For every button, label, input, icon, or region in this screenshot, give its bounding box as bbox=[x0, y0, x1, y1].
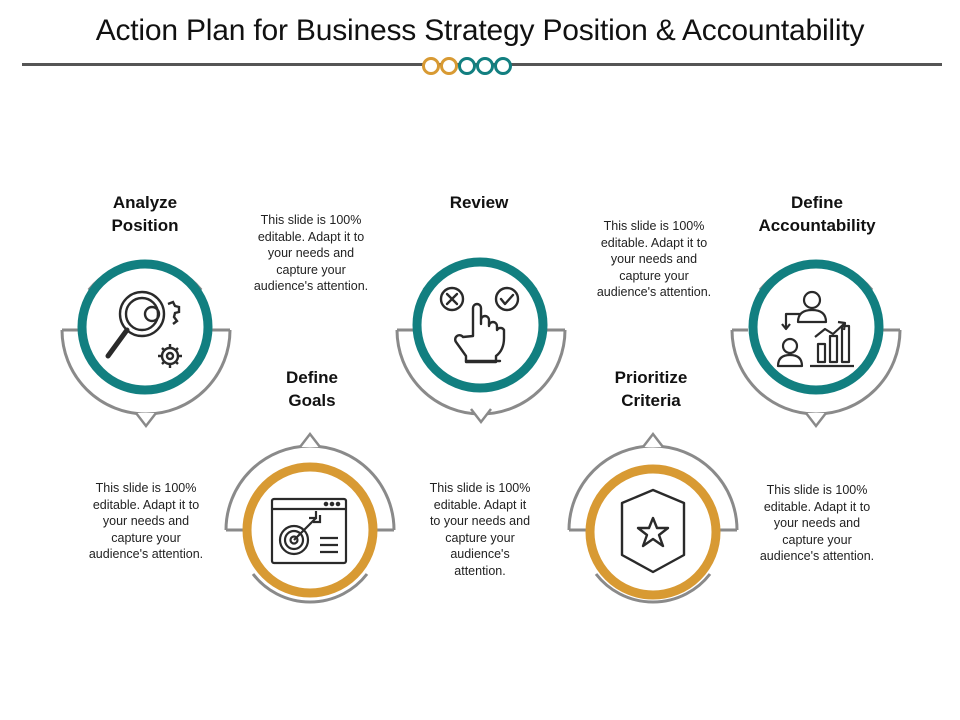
step-1-node bbox=[60, 259, 232, 429]
slide-title: Action Plan for Business Strategy Positi… bbox=[95, 14, 865, 47]
step-2-node bbox=[224, 431, 396, 604]
step-3-title: Review bbox=[449, 193, 509, 212]
step-1-title: Analyze Position bbox=[111, 193, 179, 235]
hand-check-cross-icon bbox=[439, 286, 520, 364]
step-3-node bbox=[395, 257, 567, 425]
people-chart-icon bbox=[776, 290, 854, 368]
step-1-description: This slide is 100% editable. Adapt it to… bbox=[88, 481, 204, 561]
magnifier-gears-icon bbox=[105, 290, 182, 368]
target-browser-icon bbox=[270, 497, 348, 565]
step-2-description: This slide is 100% editable. Adapt it to… bbox=[253, 213, 369, 293]
step-5-node bbox=[730, 259, 902, 429]
step-4-node bbox=[567, 431, 739, 604]
step-5-title: Define Accountability bbox=[758, 193, 876, 235]
shield-star-icon bbox=[620, 488, 686, 574]
step-3-description: This slide is 100% editable. Adapt it to… bbox=[596, 219, 712, 299]
divider-ornament bbox=[422, 57, 512, 75]
step-4-title: Prioritize Criteria bbox=[614, 368, 688, 410]
step-4-description: This slide is 100% editable. Adapt it to… bbox=[429, 481, 531, 578]
step-2-title: Define Goals bbox=[286, 368, 338, 410]
step-5-description: This slide is 100% editable. Adapt it to… bbox=[759, 483, 875, 563]
